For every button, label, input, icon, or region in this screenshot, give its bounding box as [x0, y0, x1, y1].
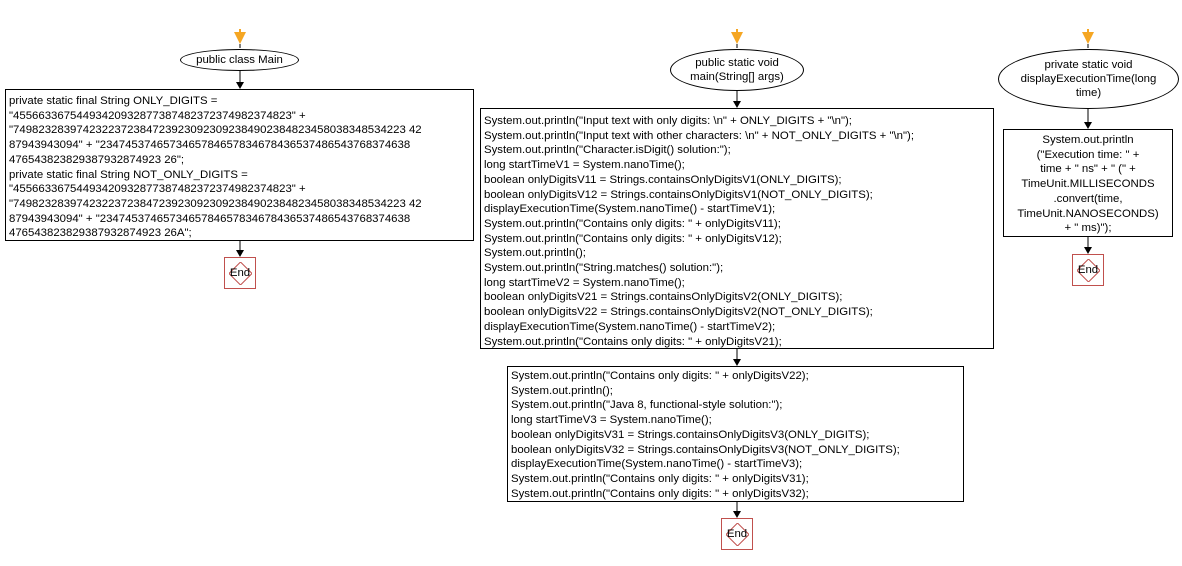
code-line: private static final String NOT_ONLY_DIG…	[9, 168, 248, 181]
code-line: boolean onlyDigitsV22 = Strings.contains…	[484, 306, 873, 319]
code-line: "749823283974232237238472392309230923849…	[9, 124, 422, 137]
code-line: ("Execution time: " +	[1036, 148, 1140, 161]
code-line: long startTimeV1 = System.nanoTime();	[484, 159, 685, 172]
code-line: System.out.println("Input text with othe…	[484, 129, 914, 142]
class-main-title: public class Main	[196, 54, 283, 66]
code-line: 476543823829387932874923 26A";	[9, 227, 192, 240]
end-node: End	[721, 518, 753, 550]
code-line: time + " ns" + " (" +	[1040, 163, 1136, 176]
code-line: boolean onlyDigitsV12 = Strings.contains…	[484, 188, 873, 201]
code-line: boolean onlyDigitsV11 = Strings.contains…	[484, 173, 842, 186]
code-line: + " ms)");	[1064, 222, 1112, 235]
constants-block: private static final String ONLY_DIGITS …	[5, 89, 474, 241]
code-line: "455663367544934209328773874823723749823…	[9, 183, 306, 196]
code-line: System.out.println();	[484, 247, 586, 260]
end-diamond-icon	[726, 523, 749, 546]
code-line: System.out.println("Input text with only…	[484, 115, 852, 127]
code-line: 87943943094" + "234745374657346578465783…	[9, 139, 411, 152]
end-node: End	[1072, 254, 1104, 286]
code-line: displayExecutionTime(System.nanoTime() -…	[511, 458, 803, 471]
end-label: End	[229, 267, 251, 279]
code-line: boolean onlyDigitsV31 = Strings.contains…	[511, 428, 870, 441]
start-marker	[731, 32, 743, 44]
code-line: System.out.println("Character.isDigit() …	[484, 144, 731, 157]
code-line: 476543823829387932874923 26";	[9, 153, 185, 166]
code-line: boolean onlyDigitsV32 = Strings.contains…	[511, 443, 900, 456]
code-line: System.out.println("Contains only digits…	[511, 487, 809, 500]
code-line: System.out.println("Java 8, functional-s…	[511, 399, 783, 412]
code-line: boolean onlyDigitsV21 = Strings.contains…	[484, 291, 843, 304]
end-label: End	[1077, 264, 1099, 276]
end-label: End	[726, 528, 748, 540]
end-diamond-icon	[1077, 259, 1100, 282]
display-block: System.out.println ("Execution time: " +…	[1003, 129, 1173, 237]
display-method-title: private static void displayExecutionTime…	[1020, 59, 1157, 99]
end-node: End	[224, 257, 256, 289]
end-diamond-icon	[229, 262, 252, 285]
code-line: .convert(time,	[1053, 192, 1123, 205]
code-line: TimeUnit.NANOSECONDS)	[1017, 207, 1159, 220]
code-line: private static final String ONLY_DIGITS …	[9, 95, 218, 107]
main-method-title: public static void main(String[] args)	[690, 57, 784, 83]
code-line: long startTimeV3 = System.nanoTime();	[511, 414, 712, 427]
code-line: System.out.println("Contains only digits…	[484, 217, 781, 230]
code-line: System.out.println("String.matches() sol…	[484, 262, 724, 275]
class-main-node: public class Main	[180, 49, 299, 71]
main-block-2: System.out.println("Contains only digits…	[507, 366, 964, 502]
display-method-node: private static void displayExecutionTime…	[998, 49, 1179, 109]
code-line: long startTimeV2 = System.nanoTime();	[484, 276, 685, 289]
code-line: System.out.println("Contains only digits…	[484, 232, 782, 245]
code-line: System.out.println("Contains only digits…	[511, 370, 809, 382]
code-line: displayExecutionTime(System.nanoTime() -…	[484, 203, 776, 216]
code-line: TimeUnit.MILLISECONDS	[1021, 178, 1155, 191]
start-marker	[234, 32, 246, 44]
start-marker	[1082, 32, 1094, 44]
main-block-1: System.out.println("Input text with only…	[480, 108, 994, 349]
code-line: "455663367544934209328773874823723749823…	[9, 109, 306, 122]
code-line: System.out.println();	[511, 384, 613, 397]
main-method-node: public static void main(String[] args)	[670, 49, 804, 91]
code-line: 87943943094" + "234745374657346578465783…	[9, 212, 411, 225]
code-line: "749823283974232237238472392309230923849…	[9, 197, 422, 210]
code-line: displayExecutionTime(System.nanoTime() -…	[484, 320, 776, 333]
code-line: System.out.println("Contains only digits…	[484, 335, 782, 348]
code-line: System.out.println("Contains only digits…	[511, 472, 809, 485]
code-line: System.out.println	[1042, 134, 1134, 146]
